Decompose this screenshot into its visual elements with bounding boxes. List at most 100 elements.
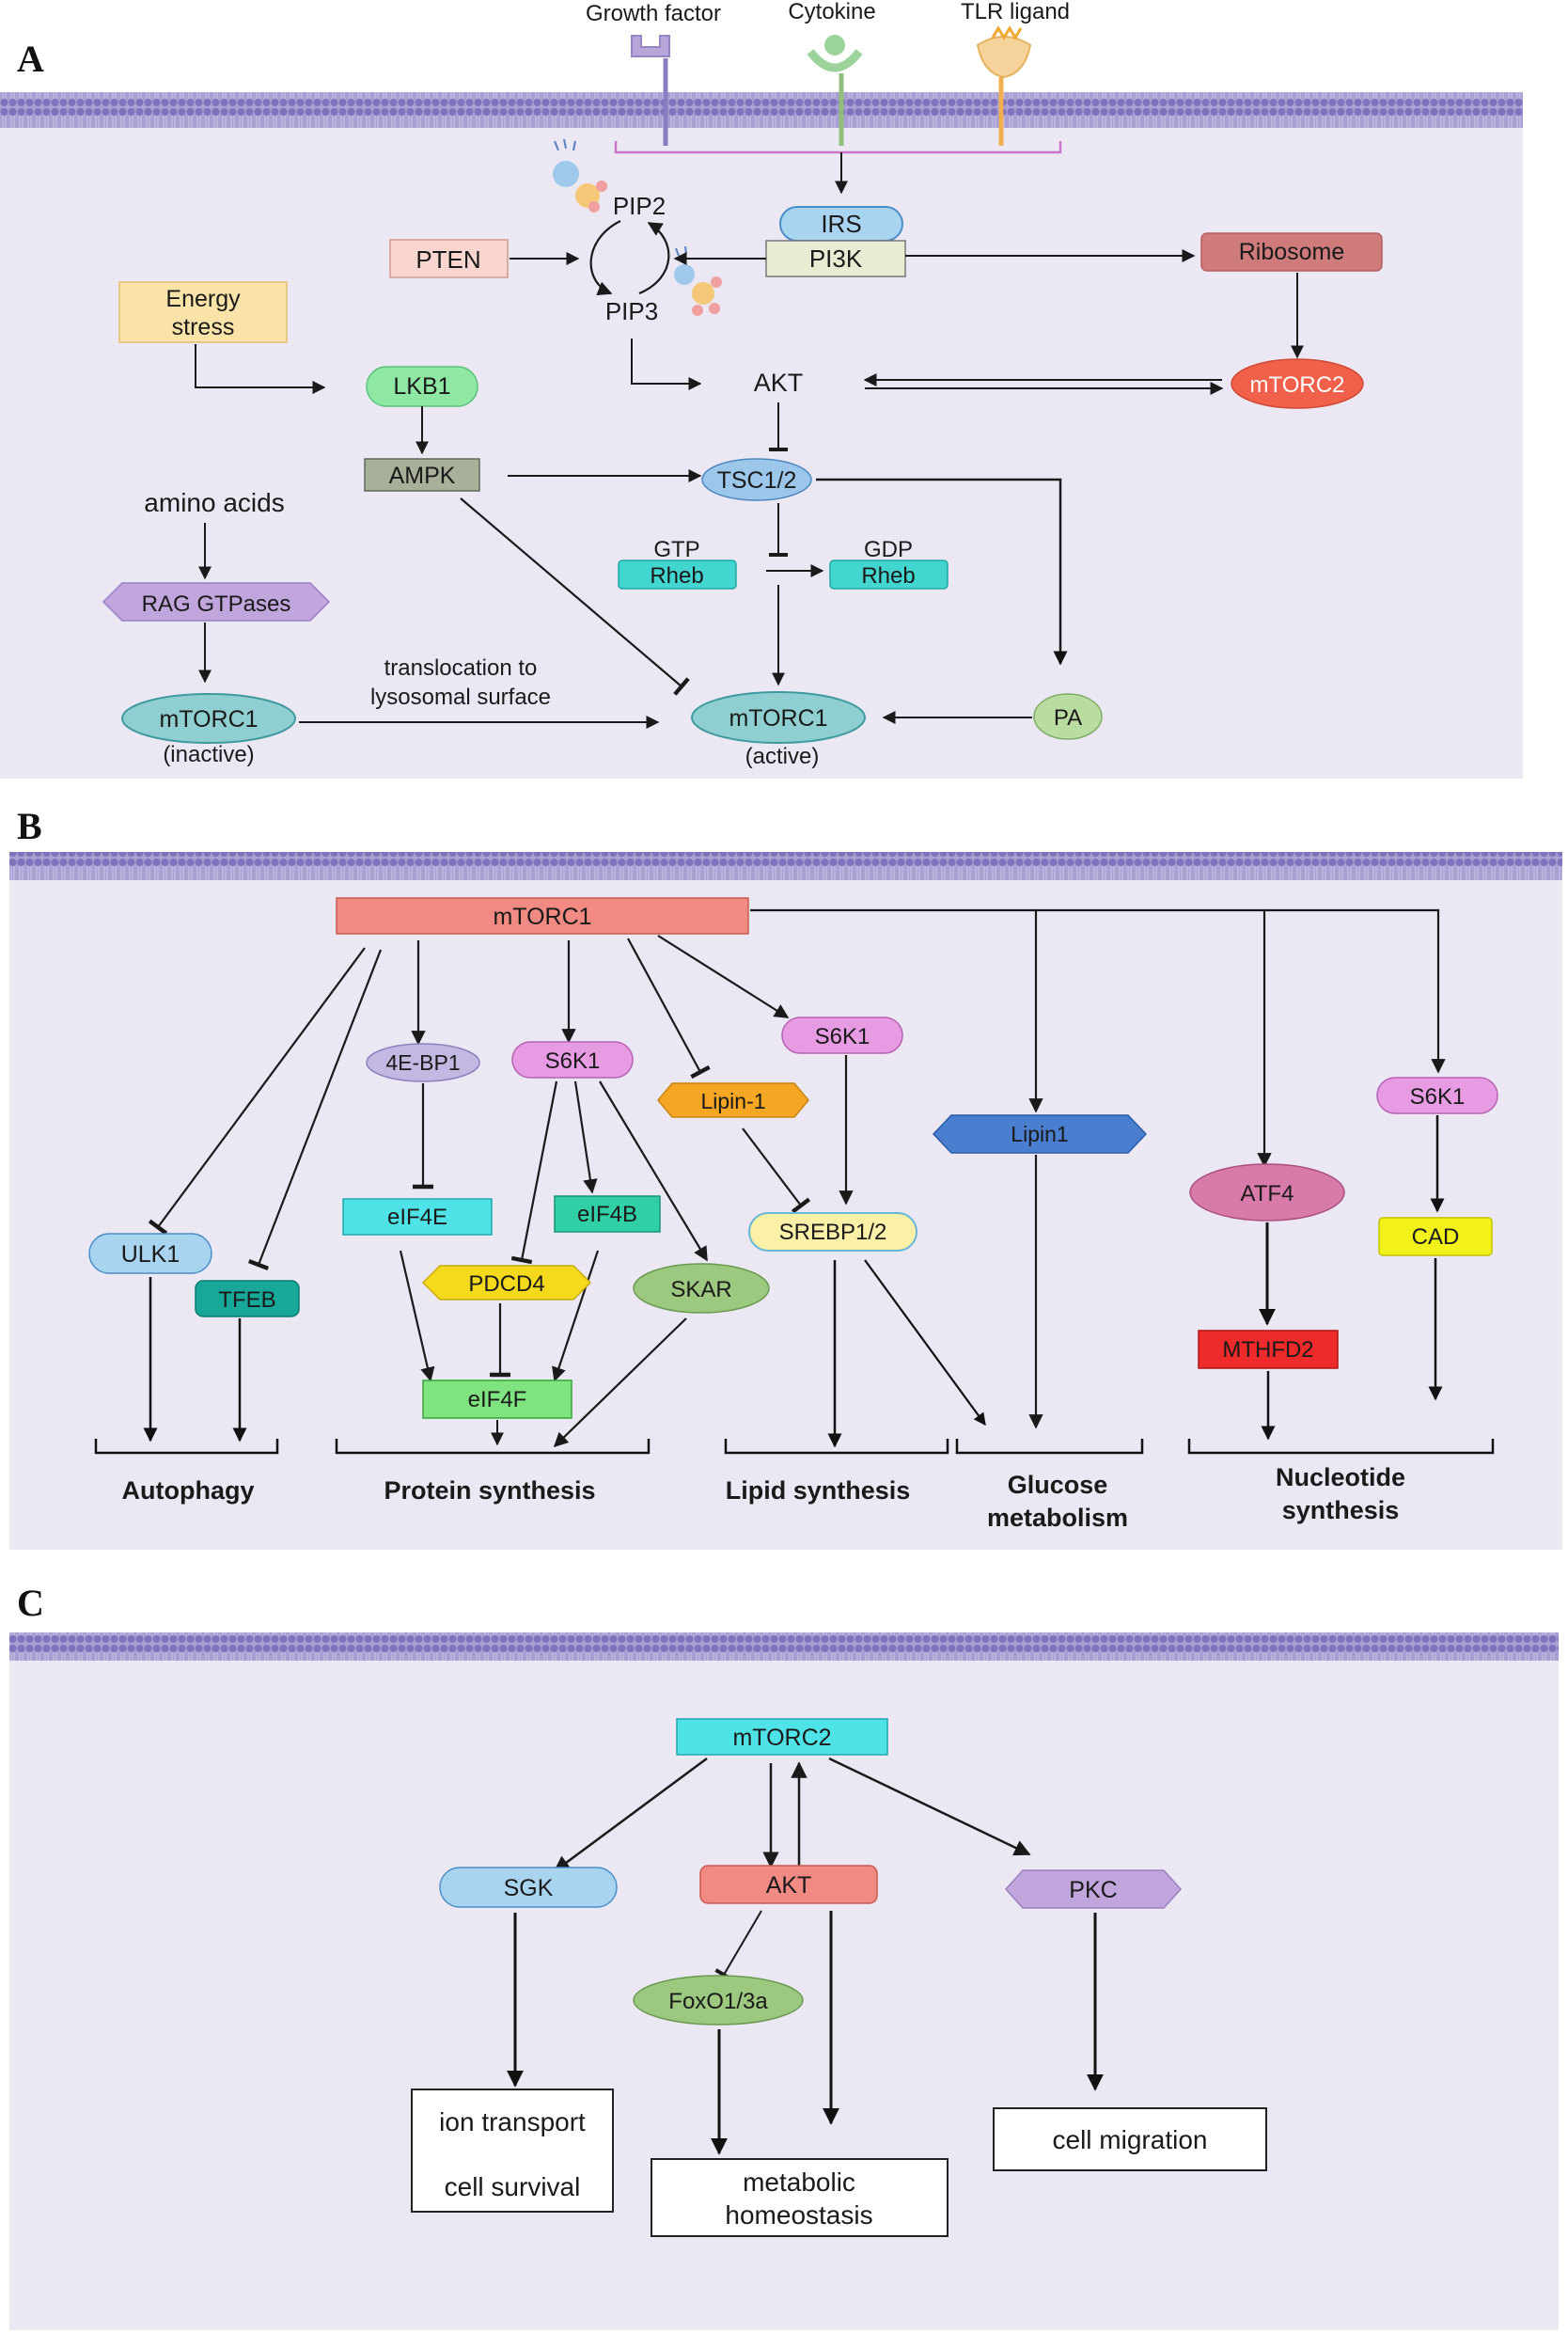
translocation-label-1: translocation to	[384, 655, 538, 681]
rheb-gtp-label: Rheb	[650, 563, 703, 589]
4ebp1-label: 4E-BP1	[385, 1050, 460, 1075]
akt-label: AKT	[754, 369, 804, 397]
srebp-label: SREBP1/2	[779, 1220, 887, 1245]
panel-a-background	[0, 94, 1523, 779]
cell-migration-label: cell migration	[1053, 2125, 1208, 2154]
tlr-ligand-label: TLR ligand	[961, 0, 1070, 24]
rag-gtpases-label: RAG GTPases	[142, 591, 291, 617]
mtorc1-to-s6k1-lipid-arrow	[657, 935, 790, 1018]
mtorc1-inactive-node	[121, 693, 296, 744]
mtorc1-active-label: mTORC1	[729, 705, 827, 732]
irs-label: IRS	[821, 210, 861, 238]
nucleotide-label-2: synthesis	[1282, 1496, 1400, 1524]
skar-node	[633, 1263, 770, 1314]
autophagy-label: Autophagy	[122, 1476, 255, 1505]
eif4b-label: eIF4B	[577, 1202, 637, 1227]
metabolic-label-1: metabolic	[743, 2167, 855, 2197]
tlr-receptor: TLR ligand	[961, 0, 1070, 146]
atf4-label: ATF4	[1241, 1181, 1294, 1206]
pten-node	[389, 239, 509, 278]
pi3k-node	[765, 240, 906, 277]
metabolic-homeostasis-box	[651, 2158, 949, 2237]
mtorc1-inhibits-lipin-1	[627, 938, 711, 1080]
cad-label: CAD	[1412, 1224, 1460, 1250]
autophagy-bracket	[94, 1439, 279, 1455]
receptor-bracket	[614, 141, 1062, 154]
glucose-label-1: Glucose	[1008, 1471, 1108, 1499]
pdcd4-node	[421, 1265, 592, 1300]
s6k1-protein-node	[511, 1041, 634, 1079]
tlr-ligand-icon	[976, 36, 1032, 79]
ampk-label: AMPK	[389, 463, 456, 489]
energy-to-lkb1-arrow	[195, 344, 326, 394]
s6k1-to-eif4b-arrow	[573, 1080, 598, 1194]
metabolic-label-2: homeostasis	[725, 2200, 872, 2230]
growth-factor-icon	[631, 35, 670, 57]
srebp-node	[748, 1212, 917, 1252]
cell-survival-label: cell survival	[445, 2172, 581, 2201]
ribosome-node	[1200, 232, 1383, 272]
s6k1-lipid-node	[781, 1017, 903, 1054]
translocation-label-2: lysosomal surface	[370, 685, 551, 710]
pip3-to-pip2-arrow	[638, 222, 670, 295]
gdp-label: GDP	[864, 537, 913, 562]
energy-stress-label-2: stress	[172, 314, 235, 340]
lipin1-label: Lipin1	[1011, 1122, 1068, 1146]
eif4e-label: eIF4E	[387, 1205, 447, 1230]
growth-factor-label: Growth factor	[586, 1, 721, 26]
skar-label: SKAR	[670, 1277, 731, 1302]
glucose-metabolism-bracket	[955, 1439, 1144, 1455]
mtorc1-box-label: mTORC1	[493, 904, 591, 930]
tsc-to-pa-arrow	[816, 478, 1068, 666]
s6k1-inhibits-pdcd4	[510, 1080, 558, 1265]
rheb-gdp-node	[829, 560, 949, 590]
panel-c-letter: C	[17, 1582, 44, 1624]
pip3-label: PIP3	[605, 297, 658, 325]
active-label: (active)	[745, 744, 820, 769]
pten-label: PTEN	[416, 245, 480, 274]
cad-node	[1378, 1217, 1493, 1256]
mtorc2-node	[1231, 358, 1364, 409]
sgk-node	[439, 1867, 618, 1908]
rheb-gdp-label: Rheb	[861, 563, 915, 589]
tsc-node	[701, 458, 812, 501]
tfeb-node	[195, 1280, 300, 1317]
eif4b-node	[554, 1195, 661, 1233]
ulk1-label: ULK1	[121, 1241, 180, 1268]
pkc-label: PKC	[1069, 1877, 1117, 1903]
panel-a: A Growth factor Cytokine TLR ligand	[0, 0, 1523, 779]
gtp-label: GTP	[653, 537, 699, 562]
energy-stress-node	[118, 281, 288, 343]
pi3k-label: PI3K	[809, 244, 863, 273]
cytokine-receptor: Cytokine	[788, 0, 876, 146]
skar-to-protein-arrow	[553, 1317, 687, 1448]
pkc-node	[1004, 1869, 1183, 1909]
akt-node	[699, 1865, 878, 1904]
mtorc2-label: mTORC2	[1250, 372, 1345, 398]
panel-a-letter: A	[17, 38, 44, 80]
mtorc2-to-sgk-arrow	[553, 1757, 708, 1873]
lipin-1-label: Lipin-1	[700, 1089, 765, 1113]
eif4b-to-eif4f-arrow	[552, 1250, 600, 1382]
mtorc2-box	[676, 1718, 888, 1756]
energy-stress-label-1: Energy	[165, 286, 241, 312]
mthfd2-node	[1198, 1330, 1339, 1369]
lipid-synthesis-label: Lipid synthesis	[726, 1476, 911, 1505]
akt-inhibits-foxo	[714, 1910, 762, 1981]
lipin-1-node	[657, 1082, 809, 1118]
s6k1-to-skar-arrow	[599, 1080, 708, 1262]
protein-synthesis-bracket	[335, 1439, 651, 1455]
pip2-to-pip3-arrow	[589, 220, 621, 295]
lipid-synthesis-bracket	[724, 1439, 949, 1455]
mtorc2-box-label: mTORC2	[732, 1725, 831, 1751]
mtorc1-inactive-label: mTORC1	[159, 706, 258, 733]
s6k1-nucleotide-label: S6K1	[1410, 1084, 1466, 1110]
cell-migration-box	[993, 2107, 1267, 2171]
s6k1-nucleotide-node	[1376, 1077, 1498, 1114]
amino-acids-label: amino acids	[144, 488, 284, 517]
panel-b-membrane	[9, 852, 1562, 880]
mtorc1-inhibits-tfeb	[247, 949, 383, 1271]
lkb1-label: LKB1	[393, 373, 450, 400]
eif4f-node	[422, 1379, 572, 1419]
atf4-node	[1189, 1163, 1345, 1222]
